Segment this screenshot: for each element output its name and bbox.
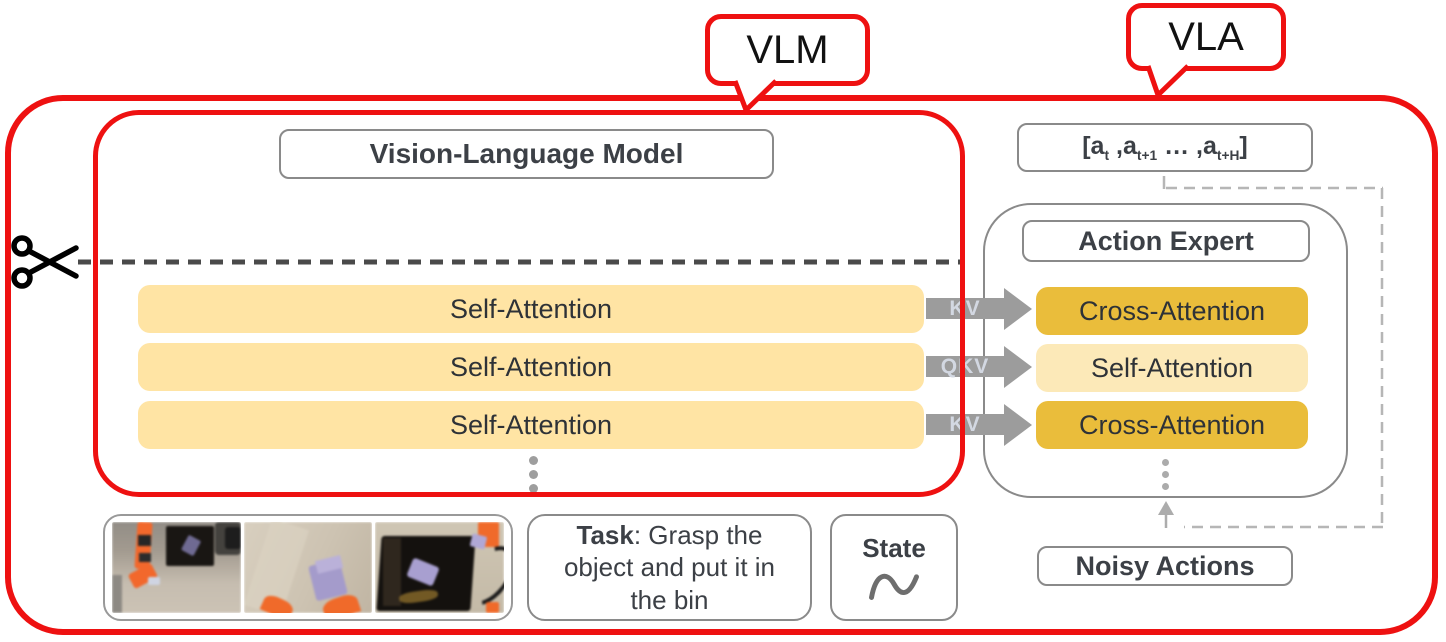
qkv-arrow-2: QKV (926, 354, 1004, 378)
table-edge (112, 574, 123, 613)
vlm-layer-label: Self-Attention (449, 409, 613, 440)
vision-language-model-label: Vision-Language Model (369, 138, 684, 169)
vlm-layer-label: Self-Attention (449, 351, 613, 382)
sine-wave-icon (869, 573, 919, 600)
gripper-bottom-tip (486, 602, 499, 613)
task-text: Task: Grasp the object and put it in the… (563, 519, 776, 615)
robot-arm-joint (137, 534, 151, 546)
vlm-self-attention-layer-3: Self-Attention (138, 401, 924, 449)
vlm-more-layers-dots-icon (529, 456, 538, 493)
vlm-layer-label: Self-Attention (449, 293, 613, 324)
kv-arrow-3: KV (926, 412, 1004, 436)
kv-arrow-3-head-icon (1004, 404, 1032, 446)
kv-arrow-label: KV (949, 412, 981, 436)
action-output-text: [at ,at+1 … ,at+H] (1082, 132, 1248, 163)
vla-callout-bubble: VLA (1126, 3, 1286, 71)
scissors-icon (11, 235, 79, 289)
action-expert-label: Action Expert (1078, 225, 1254, 256)
camera-image-robot-arm-and-bin (112, 522, 241, 613)
robot-arm-joint-2 (139, 552, 151, 563)
vlm-self-attention-layer-2: Self-Attention (138, 343, 924, 391)
gripper-tip (148, 576, 160, 585)
kv-arrow-label: KV (949, 296, 981, 320)
action-expert-more-layers-dots-icon (1162, 459, 1169, 490)
bin-inner-wall (383, 538, 402, 606)
qkv-arrow-label: QKV (940, 354, 990, 378)
noisy-input-arrow-head (1158, 501, 1174, 515)
action-expert-self-attention-layer-2: Self-Attention (1036, 344, 1308, 392)
action-expert-cross-attention-layer-1: Cross-Attention (1036, 287, 1308, 335)
kv-arrow-1: KV (926, 296, 1004, 320)
task-box: Task: Grasp the object and put it in the… (527, 514, 812, 621)
action-expert-title-box: Action Expert (1022, 220, 1310, 262)
camera-images-container (103, 514, 513, 621)
kv-arrow-1-head-icon (1004, 288, 1032, 330)
state-box: State (830, 514, 958, 621)
camera-image-object-in-bin (375, 522, 505, 613)
qkv-arrow-2-head-icon (1004, 346, 1032, 388)
camera-image-gripper-approaching-object (243, 522, 373, 613)
vision-language-model-title-box: Vision-Language Model (279, 129, 774, 179)
ae-layer-label: Cross-Attention (1078, 409, 1266, 440)
state-label: State (862, 533, 926, 563)
ae-layer-label: Self-Attention (1090, 352, 1254, 383)
vlm-self-attention-layer-1: Self-Attention (138, 285, 924, 333)
action-expert-cross-attention-layer-3: Cross-Attention (1036, 401, 1308, 449)
ae-layer-label: Cross-Attention (1078, 295, 1266, 326)
vlm-callout-bubble: VLM (705, 14, 870, 86)
desk-clutter-2 (225, 527, 241, 550)
action-output-box: [at ,at+1 … ,at+H] (1017, 123, 1313, 172)
vlm-callout-label: VLM (746, 27, 829, 72)
noisy-actions-box: Noisy Actions (1037, 546, 1293, 586)
noisy-actions-label: Noisy Actions (1075, 550, 1255, 581)
vla-callout-label: VLA (1168, 14, 1244, 59)
